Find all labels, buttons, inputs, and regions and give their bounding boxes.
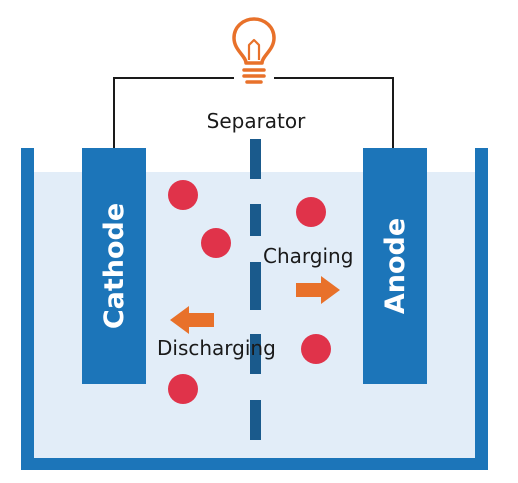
ion	[168, 180, 198, 210]
container-bottom	[21, 458, 488, 470]
container-right-wall	[475, 148, 488, 470]
separator-line	[250, 139, 261, 440]
separator-label: Separator	[207, 109, 307, 133]
ion	[201, 228, 231, 258]
arrow-left-icon	[170, 306, 214, 334]
ion	[296, 197, 326, 227]
ion	[168, 374, 198, 404]
anode-label: Anode	[380, 218, 411, 314]
discharging-label: Discharging	[157, 336, 276, 360]
cathode-electrode	[82, 148, 146, 384]
light-bulb-icon	[232, 17, 276, 88]
cathode-label: Cathode	[99, 203, 130, 329]
container-left-wall	[21, 148, 34, 470]
ion	[301, 334, 331, 364]
arrow-right-icon	[296, 276, 340, 304]
charging-label: Charging	[263, 244, 353, 268]
anode-electrode	[363, 148, 427, 384]
